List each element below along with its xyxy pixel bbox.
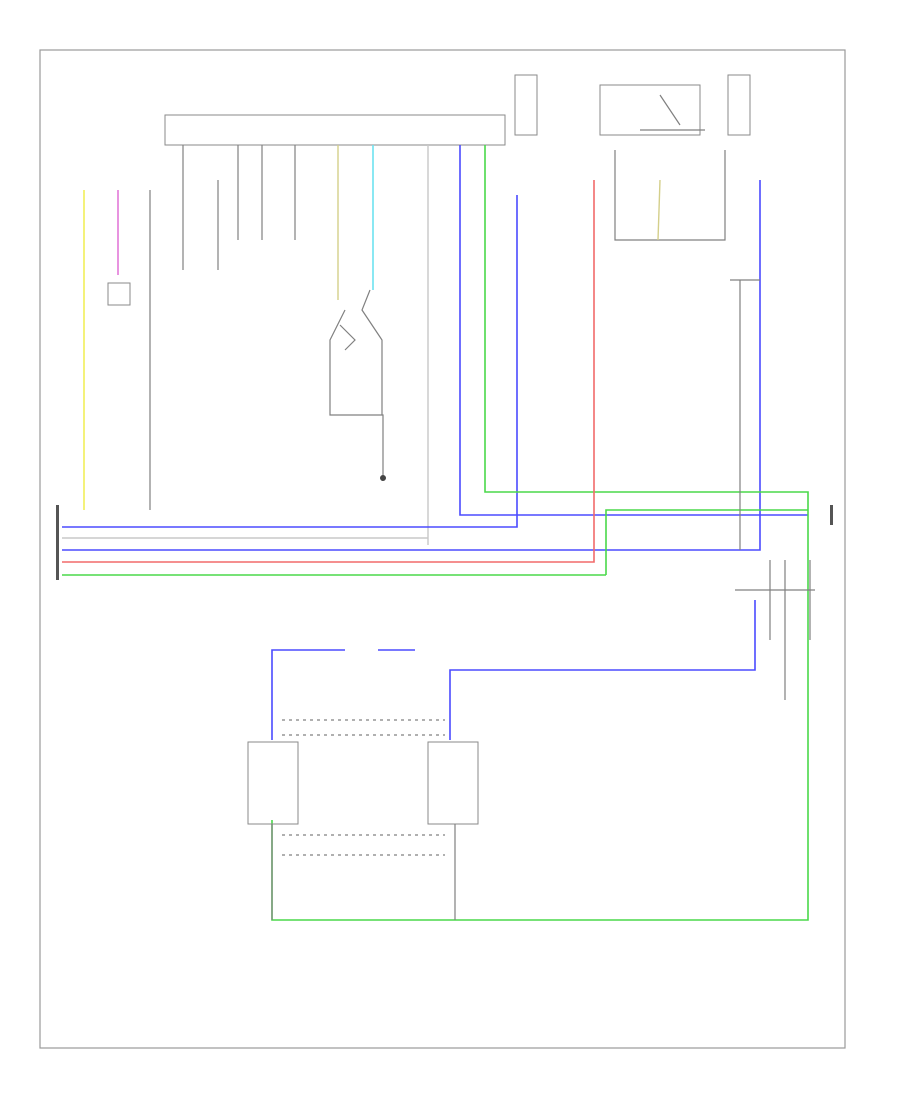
left-device	[247, 741, 299, 825]
right-device	[427, 741, 479, 825]
junction-block	[164, 114, 506, 146]
wire-green-2	[605, 509, 808, 575]
connector-right	[730, 279, 815, 591]
diagram-frame	[39, 49, 846, 1049]
wire-blue-3	[62, 180, 761, 551]
switch-ground-path	[329, 309, 384, 480]
wire-blue-1	[459, 145, 808, 516]
wire-left-device-lower	[271, 824, 456, 920]
wire-blue-bottom	[271, 649, 415, 740]
switch-body	[339, 289, 383, 415]
bus-connector-right	[830, 505, 833, 525]
wire-green-1	[271, 145, 809, 921]
wire-red	[62, 180, 595, 563]
ground-icon	[380, 475, 386, 481]
relay-lower-box	[614, 150, 726, 241]
bus-connector-left	[56, 505, 59, 580]
relay-khaki-wire	[657, 179, 661, 241]
relay-box-left	[514, 74, 538, 136]
wire-blue-bottom-right	[449, 600, 756, 740]
relay-box-right	[727, 74, 751, 136]
relay-switch	[640, 94, 705, 131]
relay-box-mid	[599, 84, 701, 136]
lamp-left	[107, 282, 131, 306]
shielded-lines	[282, 719, 445, 856]
wire-right-vertical	[769, 560, 811, 700]
junction-terminals	[182, 145, 296, 270]
wire-blue-2	[62, 195, 518, 528]
